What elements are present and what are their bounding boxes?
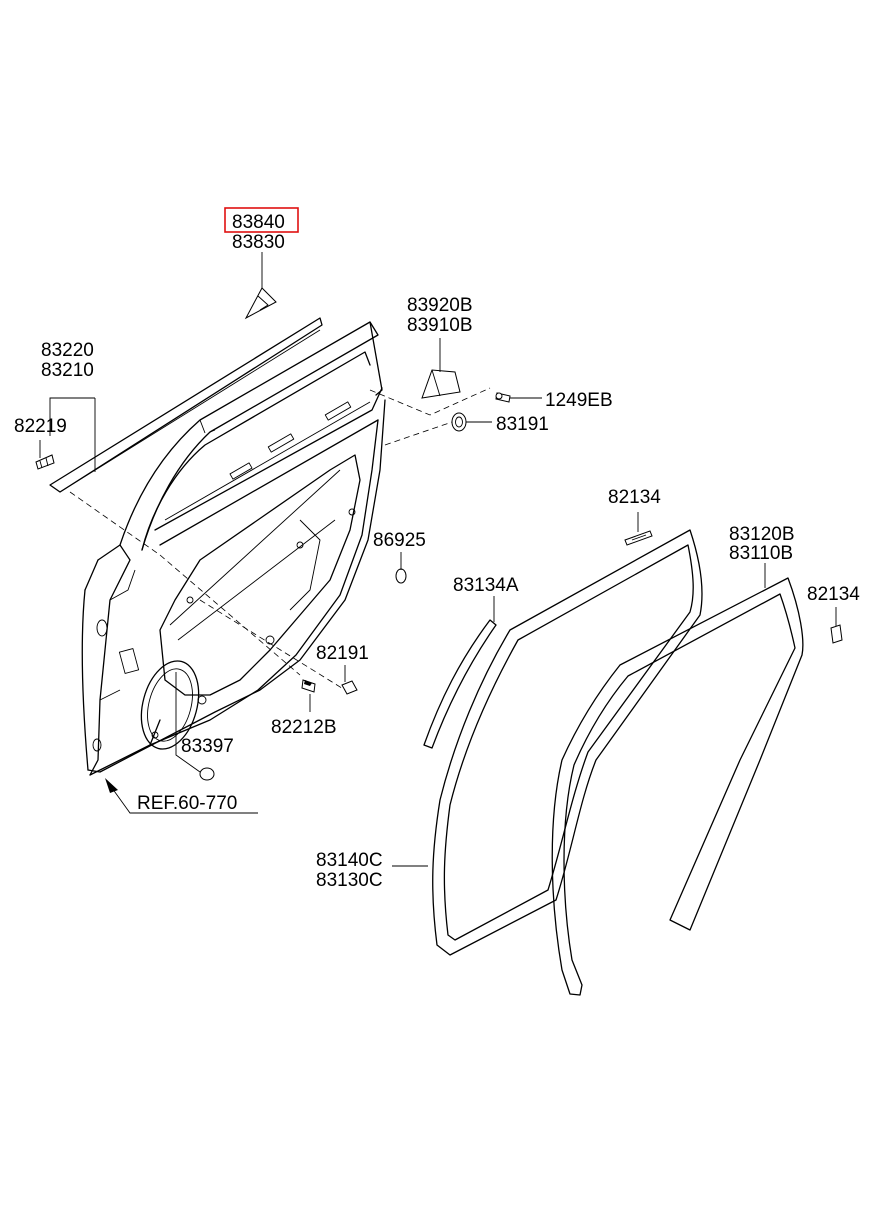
clip-82134-top	[624, 530, 653, 546]
delta-garnish-83840	[244, 287, 277, 320]
clip-82219	[35, 454, 55, 470]
grommet-83191	[451, 412, 467, 432]
label-83140C[interactable]: 83140C	[316, 850, 383, 871]
plug-86925	[395, 568, 407, 584]
label-83110B[interactable]: 83110B	[729, 543, 793, 564]
label-83910B[interactable]: 83910B	[407, 315, 473, 336]
plug-83397	[199, 767, 215, 781]
label-86925[interactable]: 86925	[373, 530, 426, 551]
assembly-lines	[69, 387, 491, 691]
sash-cover-83920B	[421, 369, 461, 399]
label-83397[interactable]: 83397	[181, 736, 234, 757]
door-panel	[81, 321, 386, 776]
belt-molding	[49, 317, 323, 493]
label-83840[interactable]: 83840	[232, 212, 285, 233]
label-83134A[interactable]: 83134A	[453, 575, 519, 596]
seal-83134A	[423, 619, 497, 749]
label-ref[interactable]: REF.60-770	[137, 793, 237, 814]
clip-82134-right	[830, 624, 843, 644]
label-82134-top[interactable]: 82134	[608, 487, 661, 508]
label-1249EB[interactable]: 1249EB	[545, 390, 613, 411]
bolt-1249EB	[495, 392, 511, 403]
label-83920B[interactable]: 83920B	[407, 295, 473, 316]
label-83210[interactable]: 83210	[41, 360, 94, 381]
label-83191[interactable]: 83191	[496, 414, 549, 435]
cap-82191	[341, 680, 358, 695]
part-labels: 83840 83830 83920B 83910B 1249EB 83191 8…	[14, 207, 860, 891]
seal-83120B	[551, 577, 804, 996]
leader-lines	[39, 252, 837, 867]
label-82219[interactable]: 82219	[14, 416, 67, 437]
highlight-box	[224, 207, 299, 233]
screw-82212B	[301, 679, 316, 693]
label-83830[interactable]: 83830	[232, 232, 285, 253]
label-82134-right[interactable]: 82134	[807, 584, 860, 605]
label-82191[interactable]: 82191	[316, 643, 369, 664]
seal-83140C	[432, 529, 703, 956]
label-83220[interactable]: 83220	[41, 340, 94, 361]
label-83120B[interactable]: 83120B	[729, 524, 795, 545]
label-83130C[interactable]: 83130C	[316, 870, 383, 891]
label-82212B[interactable]: 82212B	[271, 717, 337, 738]
